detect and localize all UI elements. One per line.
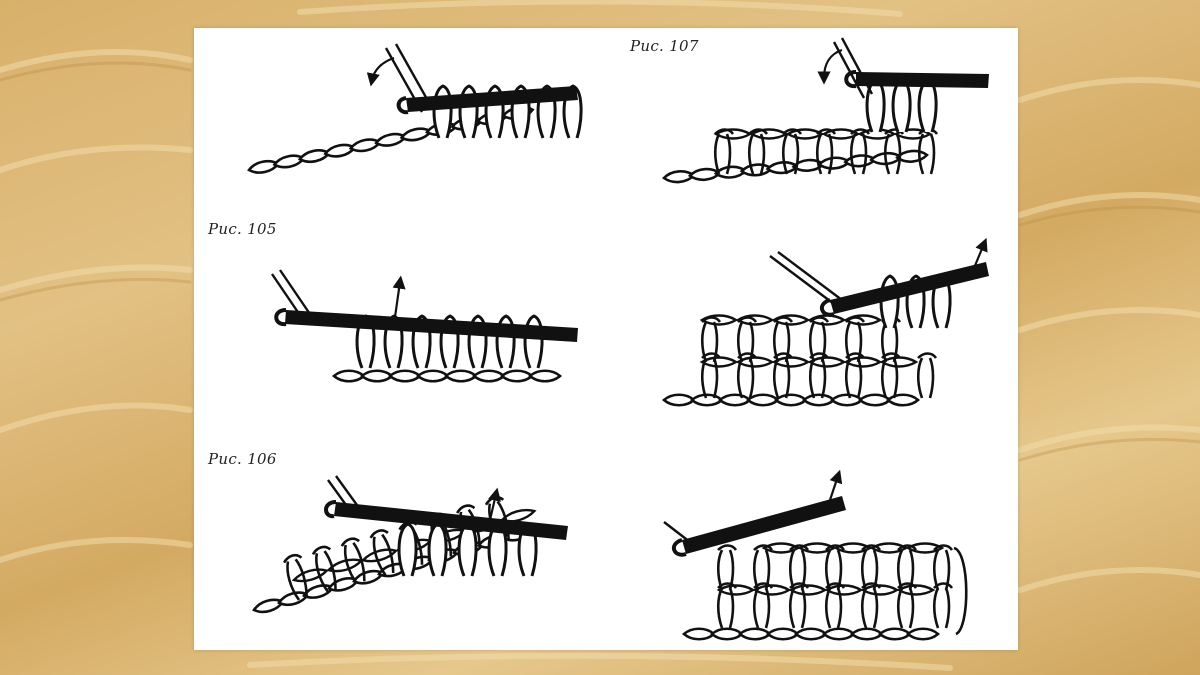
yarn-loops [865, 78, 938, 134]
figure-107 [662, 37, 989, 185]
yarn-strand [769, 251, 843, 305]
direction-arrow-icon [817, 48, 843, 85]
figure-105 [271, 269, 578, 383]
direction-arrow-icon [488, 487, 501, 521]
yarn-strand [327, 475, 363, 517]
caption-fig-105: Рис. 105 [208, 220, 277, 238]
yarn-chain-icon [332, 369, 562, 383]
yarn-strand [832, 37, 874, 99]
direction-arrow-icon [366, 56, 395, 87]
figure-106 [251, 475, 568, 617]
crochet-hook-icon [324, 500, 568, 540]
yarn-strand [663, 521, 691, 543]
crochet-hook-icon [671, 496, 846, 557]
fabric-edge [953, 546, 968, 636]
crochet-hook-icon [274, 308, 578, 342]
yarn-chain-icon [662, 393, 920, 407]
figure-1 [246, 43, 583, 177]
yarn-strand [271, 269, 315, 325]
direction-arrow-icon [972, 237, 988, 269]
illustration-panel: Рис. 107 Рис. 105 Рис. 106 [194, 28, 1018, 650]
crochet-hook-icon [844, 70, 989, 89]
figure-middle-right [662, 237, 989, 407]
direction-arrow-icon [392, 275, 406, 325]
crochet-hook-icon [819, 262, 989, 317]
caption-fig-107: Рис. 107 [630, 37, 699, 55]
yarn-chain-icon [682, 627, 940, 641]
crochet-diagrams [246, 37, 989, 641]
caption-fig-106: Рис. 106 [208, 450, 277, 468]
figure-bottom-right [663, 469, 968, 641]
crochet-hook-icon [396, 86, 578, 115]
direction-arrow-icon [828, 469, 843, 501]
